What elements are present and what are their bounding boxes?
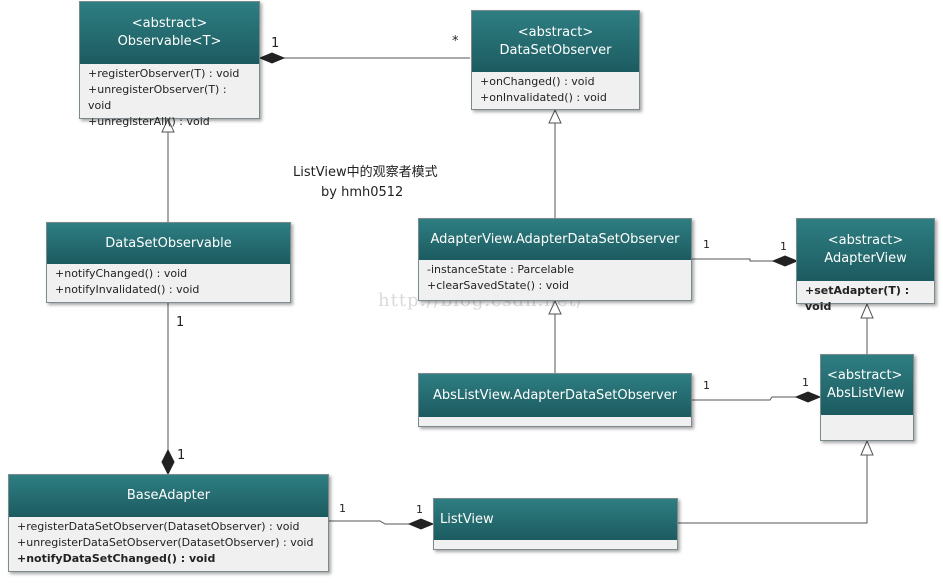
multiplicity-label: 1	[271, 36, 280, 51]
method: +setAdapter(T) : void	[805, 284, 910, 313]
diagram-author: by hmh0512	[321, 185, 404, 200]
class-datasetobservable[interactable]: DataSetObservable +notifyChanged() : voi…	[46, 222, 291, 303]
class-adapterview[interactable]: <abstract> AdapterView +setAdapter(T) : …	[796, 218, 935, 313]
multiplicity-label: 1	[339, 502, 346, 515]
multiplicity-label: 1	[177, 448, 186, 463]
composition-diamond-baseadapter	[161, 448, 175, 476]
class-name: AbsListView.AdapterDataSetObserver	[432, 387, 678, 403]
class-baseadapter[interactable]: BaseAdapter +registerDataSetObserver(Dat…	[8, 474, 329, 572]
multiplicity-label: 1	[703, 379, 710, 392]
aggregation-diamond-adapterview	[771, 255, 799, 267]
class-name: AdapterView	[824, 251, 907, 266]
class-observable[interactable]: <abstract> Observable<T> +registerObserv…	[79, 1, 260, 128]
attribute: -instanceState : Parcelable	[427, 263, 574, 276]
method: +registerDataSetObserver(DatasetObserver…	[17, 520, 300, 533]
generalization-arrow-adapterview	[860, 302, 874, 319]
class-name: ListView	[440, 511, 494, 527]
generalization-listview-abslistview	[678, 455, 868, 524]
multiplicity-label: 1	[802, 376, 809, 389]
method: +registerObserver(T) : void	[88, 67, 240, 80]
multiplicity-label: *	[452, 34, 459, 49]
class-name: DataSetObserver	[499, 42, 612, 58]
multiplicity-label: 1	[780, 240, 787, 253]
class-name: DataSetObservable	[105, 235, 232, 251]
class-name: AdapterView.AdapterDataSetObserver	[430, 231, 680, 247]
method: +unregisterObserver(T) : void	[88, 83, 227, 112]
multiplicity-label: 1	[416, 503, 423, 516]
class-abslistview[interactable]: <abstract> AbsListView	[820, 354, 914, 441]
generalization-arrow-abslistview	[860, 439, 874, 456]
class-name: Observable<T>	[117, 34, 222, 49]
method: +notifyChanged() : void	[55, 267, 188, 280]
method: +onInvalidated() : void	[480, 91, 607, 104]
multiplicity-label: 1	[703, 238, 710, 251]
method: +unregisterDataSetObserver(DatasetObserv…	[17, 536, 314, 549]
class-listview[interactable]: ListView	[433, 498, 678, 550]
method: +notifyDataSetChanged() : void	[17, 552, 216, 565]
method: +unregisterAll() : void	[88, 115, 210, 128]
class-adapterview-adapterdatasetobserver[interactable]: AdapterView.AdapterDataSetObserver -inst…	[418, 218, 692, 301]
association-avobserver-adapterview	[692, 258, 773, 262]
diagram-title: ListView中的观察者模式	[293, 165, 438, 180]
generalization-arrow-observable	[161, 117, 175, 133]
aggregation-diamond-listview	[407, 518, 435, 530]
method: +notifyInvalidated() : void	[55, 283, 200, 296]
stereotype-label: <abstract>	[827, 233, 904, 248]
multiplicity-label: 1	[176, 315, 185, 330]
class-abslistview-adapterdatasetobserver[interactable]: AbsListView.AdapterDataSetObserver	[418, 373, 692, 427]
class-name: AbsListView	[827, 386, 905, 401]
stereotype-label: <abstract>	[131, 16, 208, 31]
generalization-arrow-avobserver	[548, 299, 562, 315]
stereotype-label: <abstract>	[827, 368, 903, 383]
aggregation-diamond-abslistview	[794, 391, 822, 403]
association-alobserver-abslistview	[692, 396, 796, 401]
method: +clearSavedState() : void	[427, 279, 570, 292]
association-baseadapter-listview	[329, 520, 409, 525]
aggregation-diamond-observable	[258, 52, 286, 64]
generalization-arrow-datasetobserver	[548, 108, 562, 124]
method: +onChanged() : void	[480, 75, 595, 88]
stereotype-label: <abstract>	[517, 24, 594, 40]
class-name: BaseAdapter	[126, 488, 211, 503]
class-datasetobserver[interactable]: <abstract> DataSetObserver +onChanged() …	[471, 10, 640, 110]
